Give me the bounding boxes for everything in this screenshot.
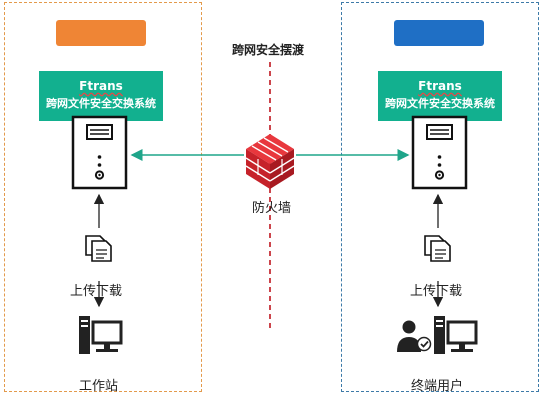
document-icon: [85, 235, 112, 262]
right-system-name: Ftrans: [418, 79, 462, 93]
document-icon: [424, 235, 451, 262]
firewall-label: 防火墙: [252, 201, 292, 216]
right-zone-header: [394, 20, 484, 46]
end-user-icon: [397, 316, 478, 354]
workstation-icon: [79, 316, 123, 354]
workstation-label: 工作站: [79, 379, 119, 394]
firewall-icon: [245, 134, 295, 189]
left-zone-header: [56, 20, 146, 46]
right-system-subtitle: 跨网文件安全交换系统: [385, 97, 495, 110]
right-transfer-label: 上传下载: [410, 284, 463, 299]
left-transfer-label: 上传下载: [70, 284, 123, 299]
diagram-title: 跨网安全摆渡: [232, 43, 305, 57]
end-user-zone: [341, 2, 539, 392]
server-icon: [71, 115, 128, 190]
left-system-name: Ftrans: [79, 79, 123, 93]
left-system-box: Ftrans 跨网文件安全交换系统: [39, 71, 163, 121]
server-icon: [411, 115, 468, 190]
workstation-zone: [4, 2, 202, 392]
end-user-label: 终端用户: [411, 379, 464, 394]
right-system-box: Ftrans 跨网文件安全交换系统: [378, 71, 502, 121]
left-system-subtitle: 跨网文件安全交换系统: [46, 97, 156, 110]
